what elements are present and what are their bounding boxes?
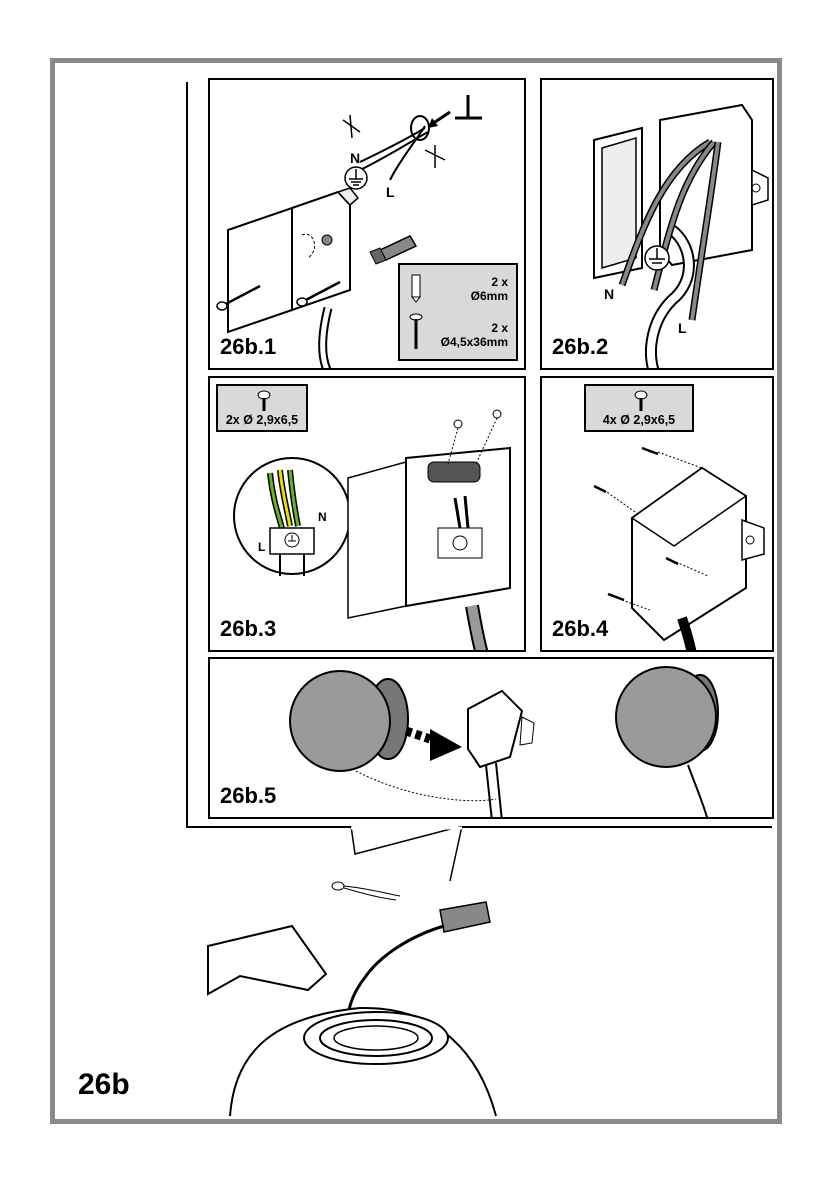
wire-label-l: L — [386, 184, 395, 200]
wall-plug-icon — [369, 235, 418, 265]
screw-icon — [665, 556, 709, 577]
screw-icon — [257, 390, 271, 411]
panel-26b1: N L 2 x Ø6mm 2 x Ø4,5x36mm 26b.1 — [208, 78, 526, 370]
page-frame — [50, 58, 782, 1124]
screw-icon — [593, 484, 639, 515]
screw-icon — [607, 592, 651, 611]
terminal-wiring-illustration — [233, 409, 511, 650]
screw-size: Ø4,5x36mm — [440, 335, 508, 349]
panel-label: 26b.5 — [220, 783, 277, 808]
screw-icon — [634, 390, 648, 411]
plug-size: Ø6mm — [470, 289, 508, 303]
wire-label-l: L — [678, 320, 687, 336]
terminal-label-n: N — [318, 510, 327, 524]
terminal-label-l: L — [258, 540, 266, 554]
panel-26b3: N L 2x Ø 2,9x6,5 26b.3 — [208, 376, 526, 652]
panel-group-bottom-rule-left — [186, 826, 351, 828]
screw-icon — [641, 446, 703, 469]
cable-through-box-illustration — [593, 103, 769, 368]
panel-label: 26b.3 — [220, 616, 277, 641]
panel-26b4: 4x Ø 2,9x6,5 26b.4 — [540, 376, 774, 652]
wall-plug-icon — [410, 274, 422, 303]
screw-icon — [475, 409, 502, 465]
earth-ground-icon — [644, 245, 670, 271]
wire-label-n: N — [604, 286, 615, 302]
panel-26b5: 26b.5 — [208, 657, 774, 819]
panel-label: 26b.2 — [552, 334, 609, 359]
screw-spec-label: 4x Ø 2,9x6,5 — [602, 413, 676, 427]
scissors-cut-icon — [331, 881, 401, 901]
panel-group-bottom-rule-right — [462, 826, 772, 828]
push-arrow-icon — [404, 726, 462, 761]
screw-icon — [447, 419, 463, 465]
screw-icon — [409, 313, 423, 349]
box-cover-screwing-illustration — [593, 446, 765, 650]
earth-ground-icon — [344, 166, 368, 190]
screw-quantity: 2 x — [491, 321, 508, 335]
screw-spec-label: 2x Ø 2,9x6,5 — [225, 413, 299, 427]
hood-assembly-illustration — [207, 826, 497, 1117]
panel-label: 26b.1 — [220, 334, 277, 359]
plug-quantity: 2 x — [491, 275, 508, 289]
junction-box-wall-mount-illustration — [216, 95, 482, 368]
panel-label: 26b.4 — [552, 616, 609, 641]
wire-label-n: N — [350, 150, 361, 166]
panel-group-left-rule — [186, 82, 188, 827]
screw-spec-chip: 4x Ø 2,9x6,5 — [584, 384, 694, 432]
panel-26b2: N L 26b.2 — [540, 78, 774, 370]
figure-label: 26b — [78, 1068, 130, 1101]
box-into-motor-illustration — [289, 666, 719, 817]
fixings-callout: 2 x Ø6mm 2 x Ø4,5x36mm — [398, 263, 518, 361]
screw-spec-chip: 2x Ø 2,9x6,5 — [216, 384, 308, 432]
